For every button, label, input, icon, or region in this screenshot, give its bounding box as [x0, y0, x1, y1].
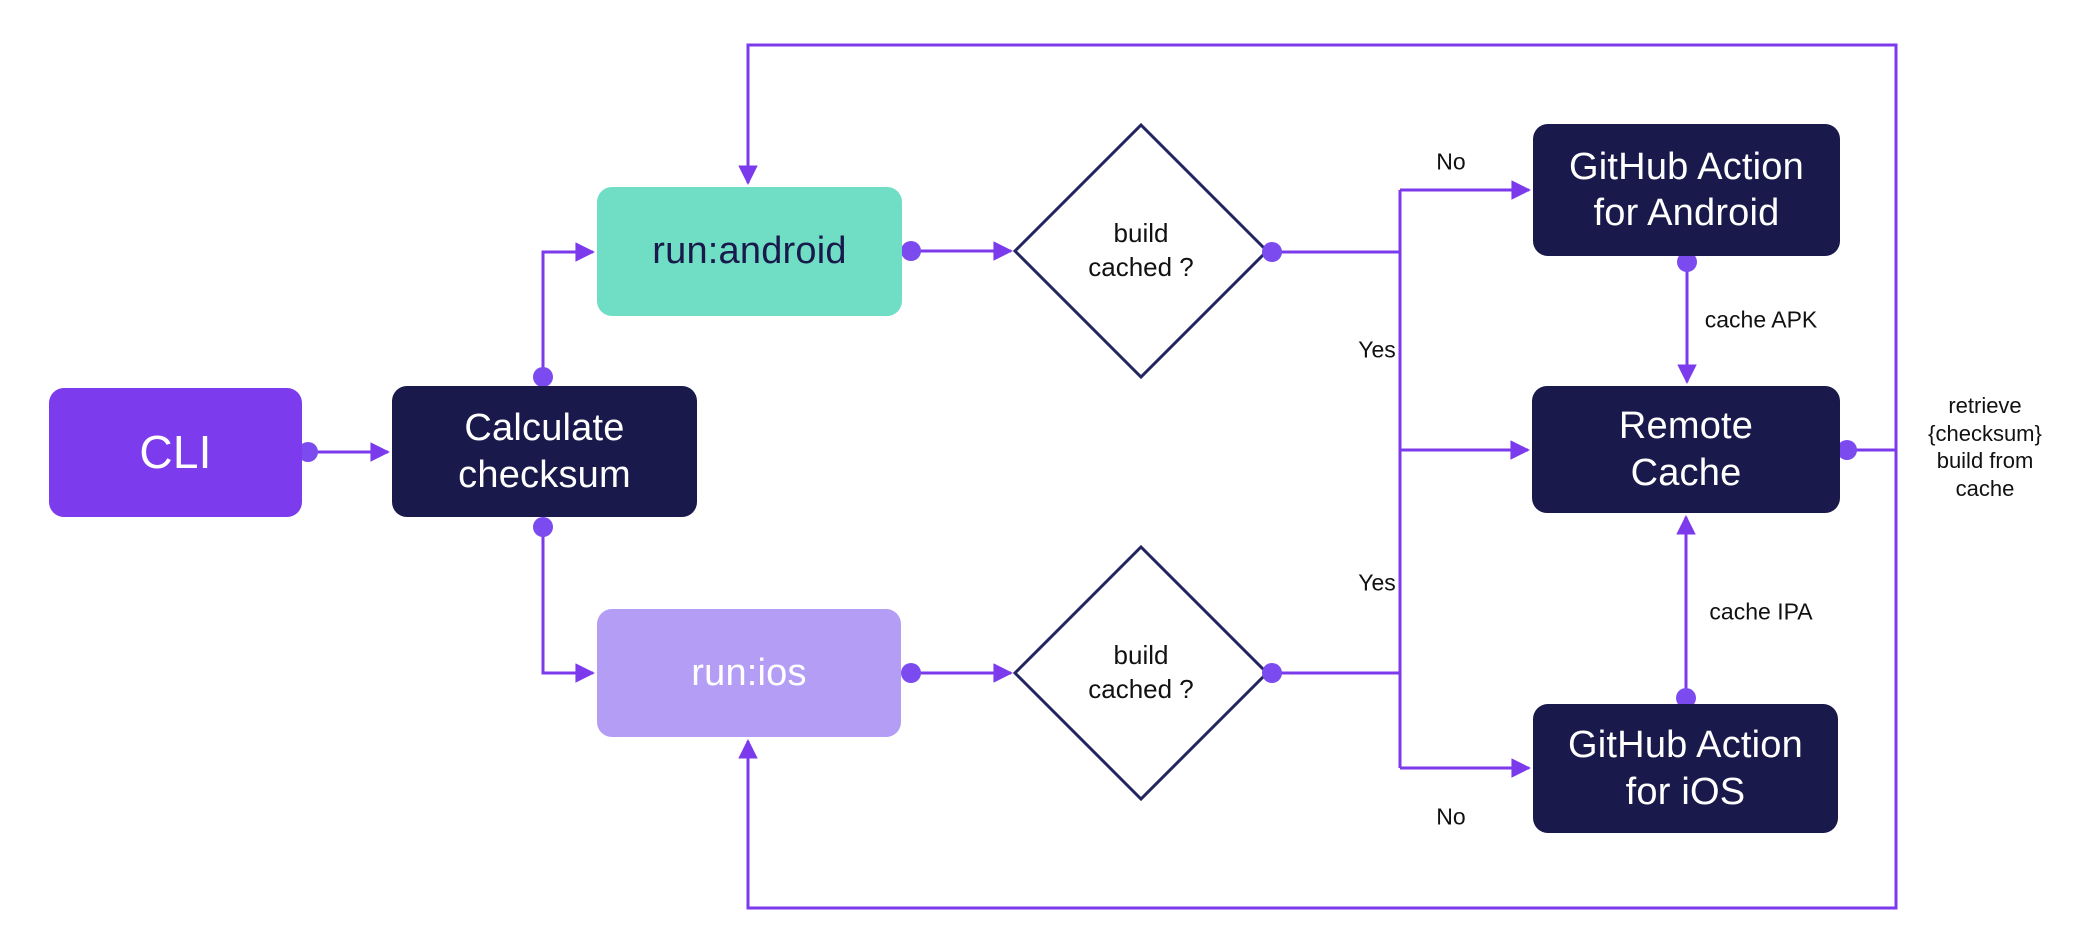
- edge-label-yes-ios: Yes: [1358, 569, 1396, 596]
- edge-label-cache-apk: cache APK: [1704, 306, 1818, 333]
- edges: [308, 43, 1898, 910]
- dot-decision-android-out: [1262, 242, 1282, 262]
- decision-ios-diamond: [1012, 544, 1270, 802]
- dot-gh-android-out: [1677, 252, 1697, 272]
- node-cli-label: CLI: [139, 426, 212, 479]
- dot-gh-ios-out: [1676, 688, 1696, 708]
- dot-remote-cache-out: [1837, 440, 1857, 460]
- dot-run-ios-out: [901, 663, 921, 683]
- node-remote-cache: Remote Cache: [1532, 386, 1840, 513]
- edge-label-no-ios: No: [1436, 803, 1466, 830]
- edge-label-no-android: No: [1436, 148, 1466, 175]
- decision-android-label: build cached ?: [1088, 218, 1194, 282]
- edge-checksum-to-run-android: [541, 242, 595, 377]
- dot-decision-ios-out: [1262, 663, 1282, 683]
- decision-diamonds: [1012, 122, 1270, 802]
- node-run-android-label: run:android: [652, 230, 847, 273]
- node-calculate-checksum-label: Calculate checksum: [458, 407, 631, 496]
- edge-label-yes-android: Yes: [1358, 336, 1396, 363]
- edge-checksum-to-run-ios: [541, 527, 595, 683]
- node-github-action-android-label: GitHub Action for Android: [1569, 145, 1804, 234]
- decision-ios-label: build cached ?: [1088, 640, 1194, 704]
- edge-loop-bottom-to-run-ios: [738, 450, 1898, 910]
- node-github-action-ios: GitHub Action for iOS: [1533, 704, 1838, 833]
- node-run-ios: run:ios: [597, 609, 901, 737]
- node-run-android: run:android: [597, 187, 902, 316]
- edge-label-retrieve-from-cache: retrieve {checksum} build from cache: [1928, 393, 2042, 501]
- node-calculate-checksum: Calculate checksum: [392, 386, 697, 517]
- dot-run-android-out: [901, 241, 921, 261]
- node-cli: CLI: [49, 388, 302, 517]
- node-run-ios-label: run:ios: [691, 651, 807, 694]
- edge-label-cache-ipa: cache IPA: [1709, 598, 1813, 625]
- node-github-action-android: GitHub Action for Android: [1533, 124, 1840, 256]
- dot-cli-out: [298, 442, 318, 462]
- node-github-action-ios-label: GitHub Action for iOS: [1568, 724, 1803, 813]
- edge-loop-top-to-run-android: [738, 43, 1898, 450]
- node-remote-cache-label: Remote Cache: [1618, 405, 1754, 494]
- connection-dots: [298, 241, 1857, 708]
- dot-checksum-top: [533, 367, 553, 387]
- decision-android-diamond: [1012, 122, 1270, 380]
- dot-checksum-bottom: [533, 517, 553, 537]
